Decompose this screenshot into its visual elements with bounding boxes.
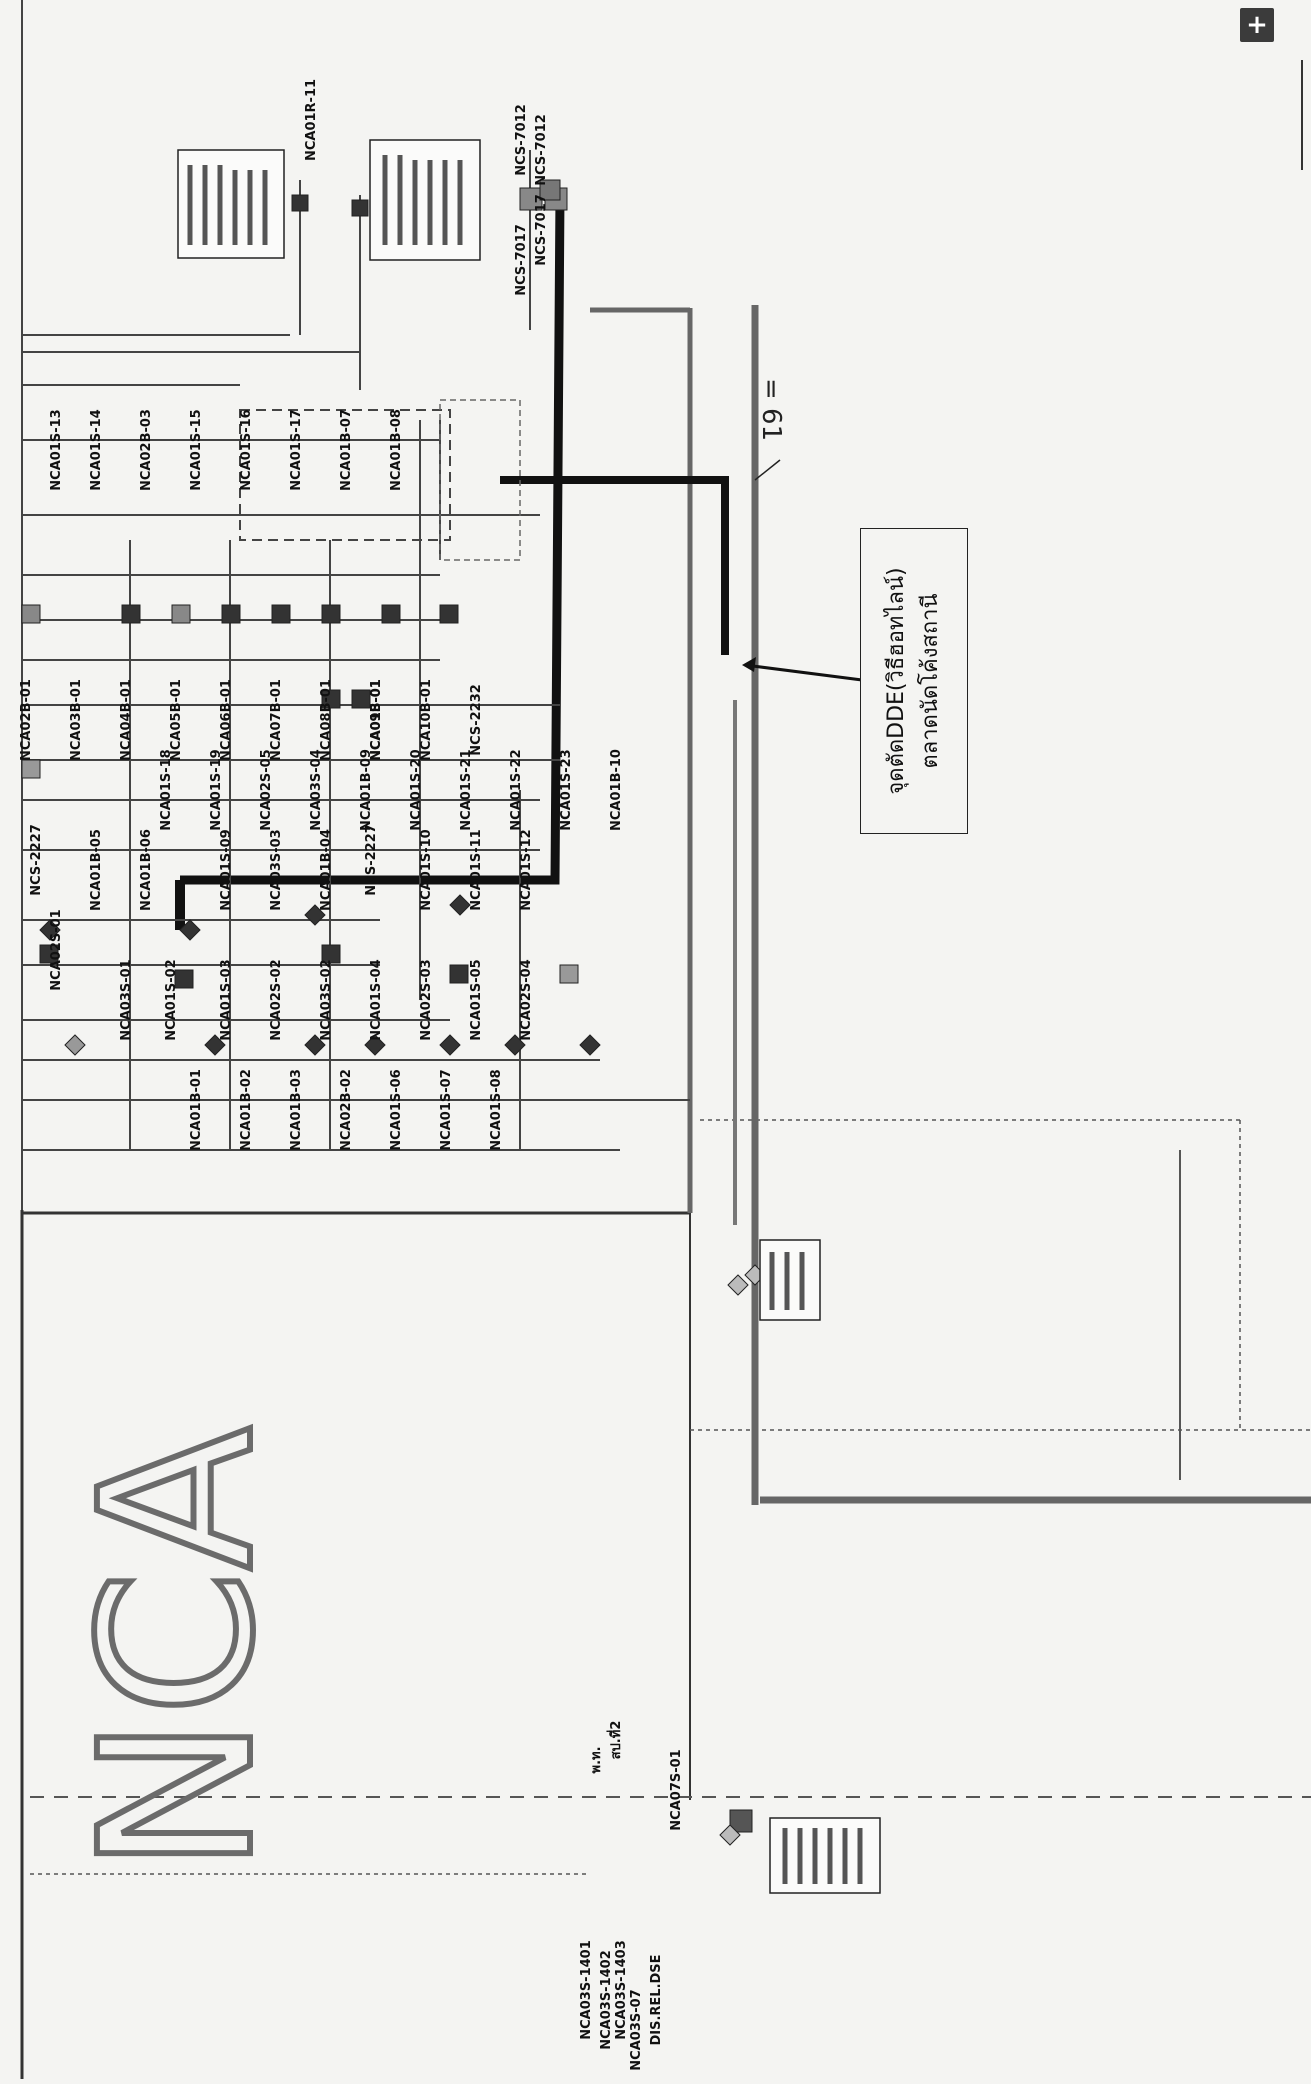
- device-label: NCA07B-01: [269, 679, 284, 761]
- device-label: NCA01S-10: [419, 829, 434, 910]
- device-label: NCS-2227: [364, 824, 379, 896]
- device-label: NCA09B-01: [369, 679, 384, 761]
- device-label: NCA01S-19: [209, 749, 224, 830]
- device-label: NCA04B-01: [119, 679, 134, 761]
- info-table-rows: [187, 155, 863, 1884]
- device-label: NCA01S-02: [164, 959, 179, 1040]
- device-label: NCA02S-03: [419, 959, 434, 1040]
- device-label: NCA03S-02: [319, 959, 334, 1040]
- dde-callout-box: จุดตัดDDE(วิธีฮอทไลน์) ตลาดนัดโค้งสถานี: [860, 528, 968, 834]
- device-label: NCA01S-21: [459, 749, 474, 830]
- bottom-device-label: NCA03S-1402: [599, 1950, 614, 2050]
- device-label: NCA01S-16: [239, 409, 254, 490]
- callout-arrow: [744, 663, 863, 682]
- device-label: NCA01B-07: [339, 409, 354, 491]
- switch-symbols: [21, 179, 766, 1846]
- device-label: NCS-7017: [534, 194, 549, 266]
- device-label: NCA01B-08: [389, 409, 404, 491]
- highlight-path: [180, 194, 565, 885]
- device-label: NCA01B-06: [139, 829, 154, 911]
- dashed-zone-2: [439, 399, 521, 561]
- callout-line-1: จุดตัดDDE(วิธีฮอทไลน์): [884, 567, 909, 795]
- device-label: NCA02S-02: [269, 959, 284, 1040]
- bottom-device-label: NCA07S-01: [669, 1749, 684, 1830]
- zoom-slider-track[interactable]: [1301, 60, 1303, 170]
- device-label: NCA08B-01: [319, 679, 334, 761]
- callout-line-2: ตลาดนัดโค้งสถานี: [918, 593, 943, 769]
- device-label: NCA01B-04: [319, 829, 334, 911]
- device-label: NCA02S-05: [259, 749, 274, 830]
- device-label: NCA01S-12: [519, 829, 534, 910]
- dashed-zone-1: [239, 409, 451, 541]
- device-label: NCA02S-01: [49, 909, 64, 990]
- device-label: NCA02B-02: [339, 1069, 354, 1151]
- device-label: NCS-7017: [514, 224, 529, 296]
- handwritten-note: = 61: [756, 378, 786, 442]
- zoom-in-button[interactable]: +: [1240, 8, 1274, 42]
- device-label: NCS-7012: [534, 114, 549, 186]
- device-label: NCA01S-04: [369, 959, 384, 1040]
- device-label: NCA01R-11: [304, 79, 319, 161]
- device-label: NCA01B-05: [89, 829, 104, 911]
- device-label: NCA01S-06: [389, 1069, 404, 1150]
- device-label: NCA02B-01: [19, 679, 34, 761]
- device-label: NCA01B-03: [289, 1069, 304, 1151]
- device-label: NCA01S-17: [289, 409, 304, 490]
- bottom-device-label: DIS.REL.DSE: [649, 1954, 664, 2045]
- device-label: NCA01B-01: [189, 1069, 204, 1151]
- highlight-path-2: [500, 476, 729, 655]
- device-label: NCA01B-02: [239, 1069, 254, 1151]
- device-label: NCA03B-01: [69, 679, 84, 761]
- callout-arrowhead: [742, 657, 756, 672]
- device-label: NCA01S-23: [559, 749, 574, 830]
- device-label: NCA10B-01: [419, 679, 434, 761]
- device-label: NCA02B-03: [139, 409, 154, 491]
- bottom-device-label: พ.ท.: [589, 1746, 604, 1773]
- device-label: NCA01S-22: [509, 749, 524, 830]
- page-title: NCA: [55, 1426, 300, 1873]
- device-label: NCA01B-10: [609, 749, 624, 831]
- bottom-device-label: NCA03S-1403: [614, 1940, 629, 2040]
- device-label: NCA01S-05: [469, 959, 484, 1040]
- bottom-device-label: NCA03S-07: [629, 1989, 644, 2070]
- device-label: NCA01S-13: [49, 409, 64, 490]
- device-label: NCS-2227: [29, 824, 44, 896]
- device-label: NCA01S-18: [159, 749, 174, 830]
- device-label: NCA01S-08: [489, 1069, 504, 1150]
- device-label: NCA01S-03: [219, 959, 234, 1040]
- bottom-device-label: NCA03S-1401: [579, 1940, 594, 2040]
- callout-text: จุดตัดDDE(วิธีฮอทไลน์) ตลาดนัดโค้งสถานี: [880, 531, 948, 831]
- device-label: NCA01S-09: [219, 829, 234, 910]
- device-label: NCA01S-11: [469, 829, 484, 910]
- device-label: NCA01S-20: [409, 749, 424, 830]
- device-label: NCA05B-01: [169, 679, 184, 761]
- bottom-device-label: สป.ที่2: [606, 1721, 624, 1760]
- device-label: NCA01S-14: [89, 409, 104, 490]
- device-label: NCA03S-01: [119, 959, 134, 1040]
- device-label: NCA01S-15: [189, 409, 204, 490]
- device-label: NCA01B-09: [359, 749, 374, 831]
- device-label: NCS-2232: [469, 684, 484, 756]
- device-label: NCA02S-04: [519, 959, 534, 1040]
- device-label: NCA01S-01: [369, 679, 384, 760]
- device-label: NCA03S-04: [309, 749, 324, 830]
- device-label: NCS-7012: [514, 104, 529, 176]
- device-label: NCA06B-01: [219, 679, 234, 761]
- device-label: NCA03S-03: [269, 829, 284, 910]
- note-leader: [754, 459, 781, 481]
- device-label: NCA01S-07: [439, 1069, 454, 1150]
